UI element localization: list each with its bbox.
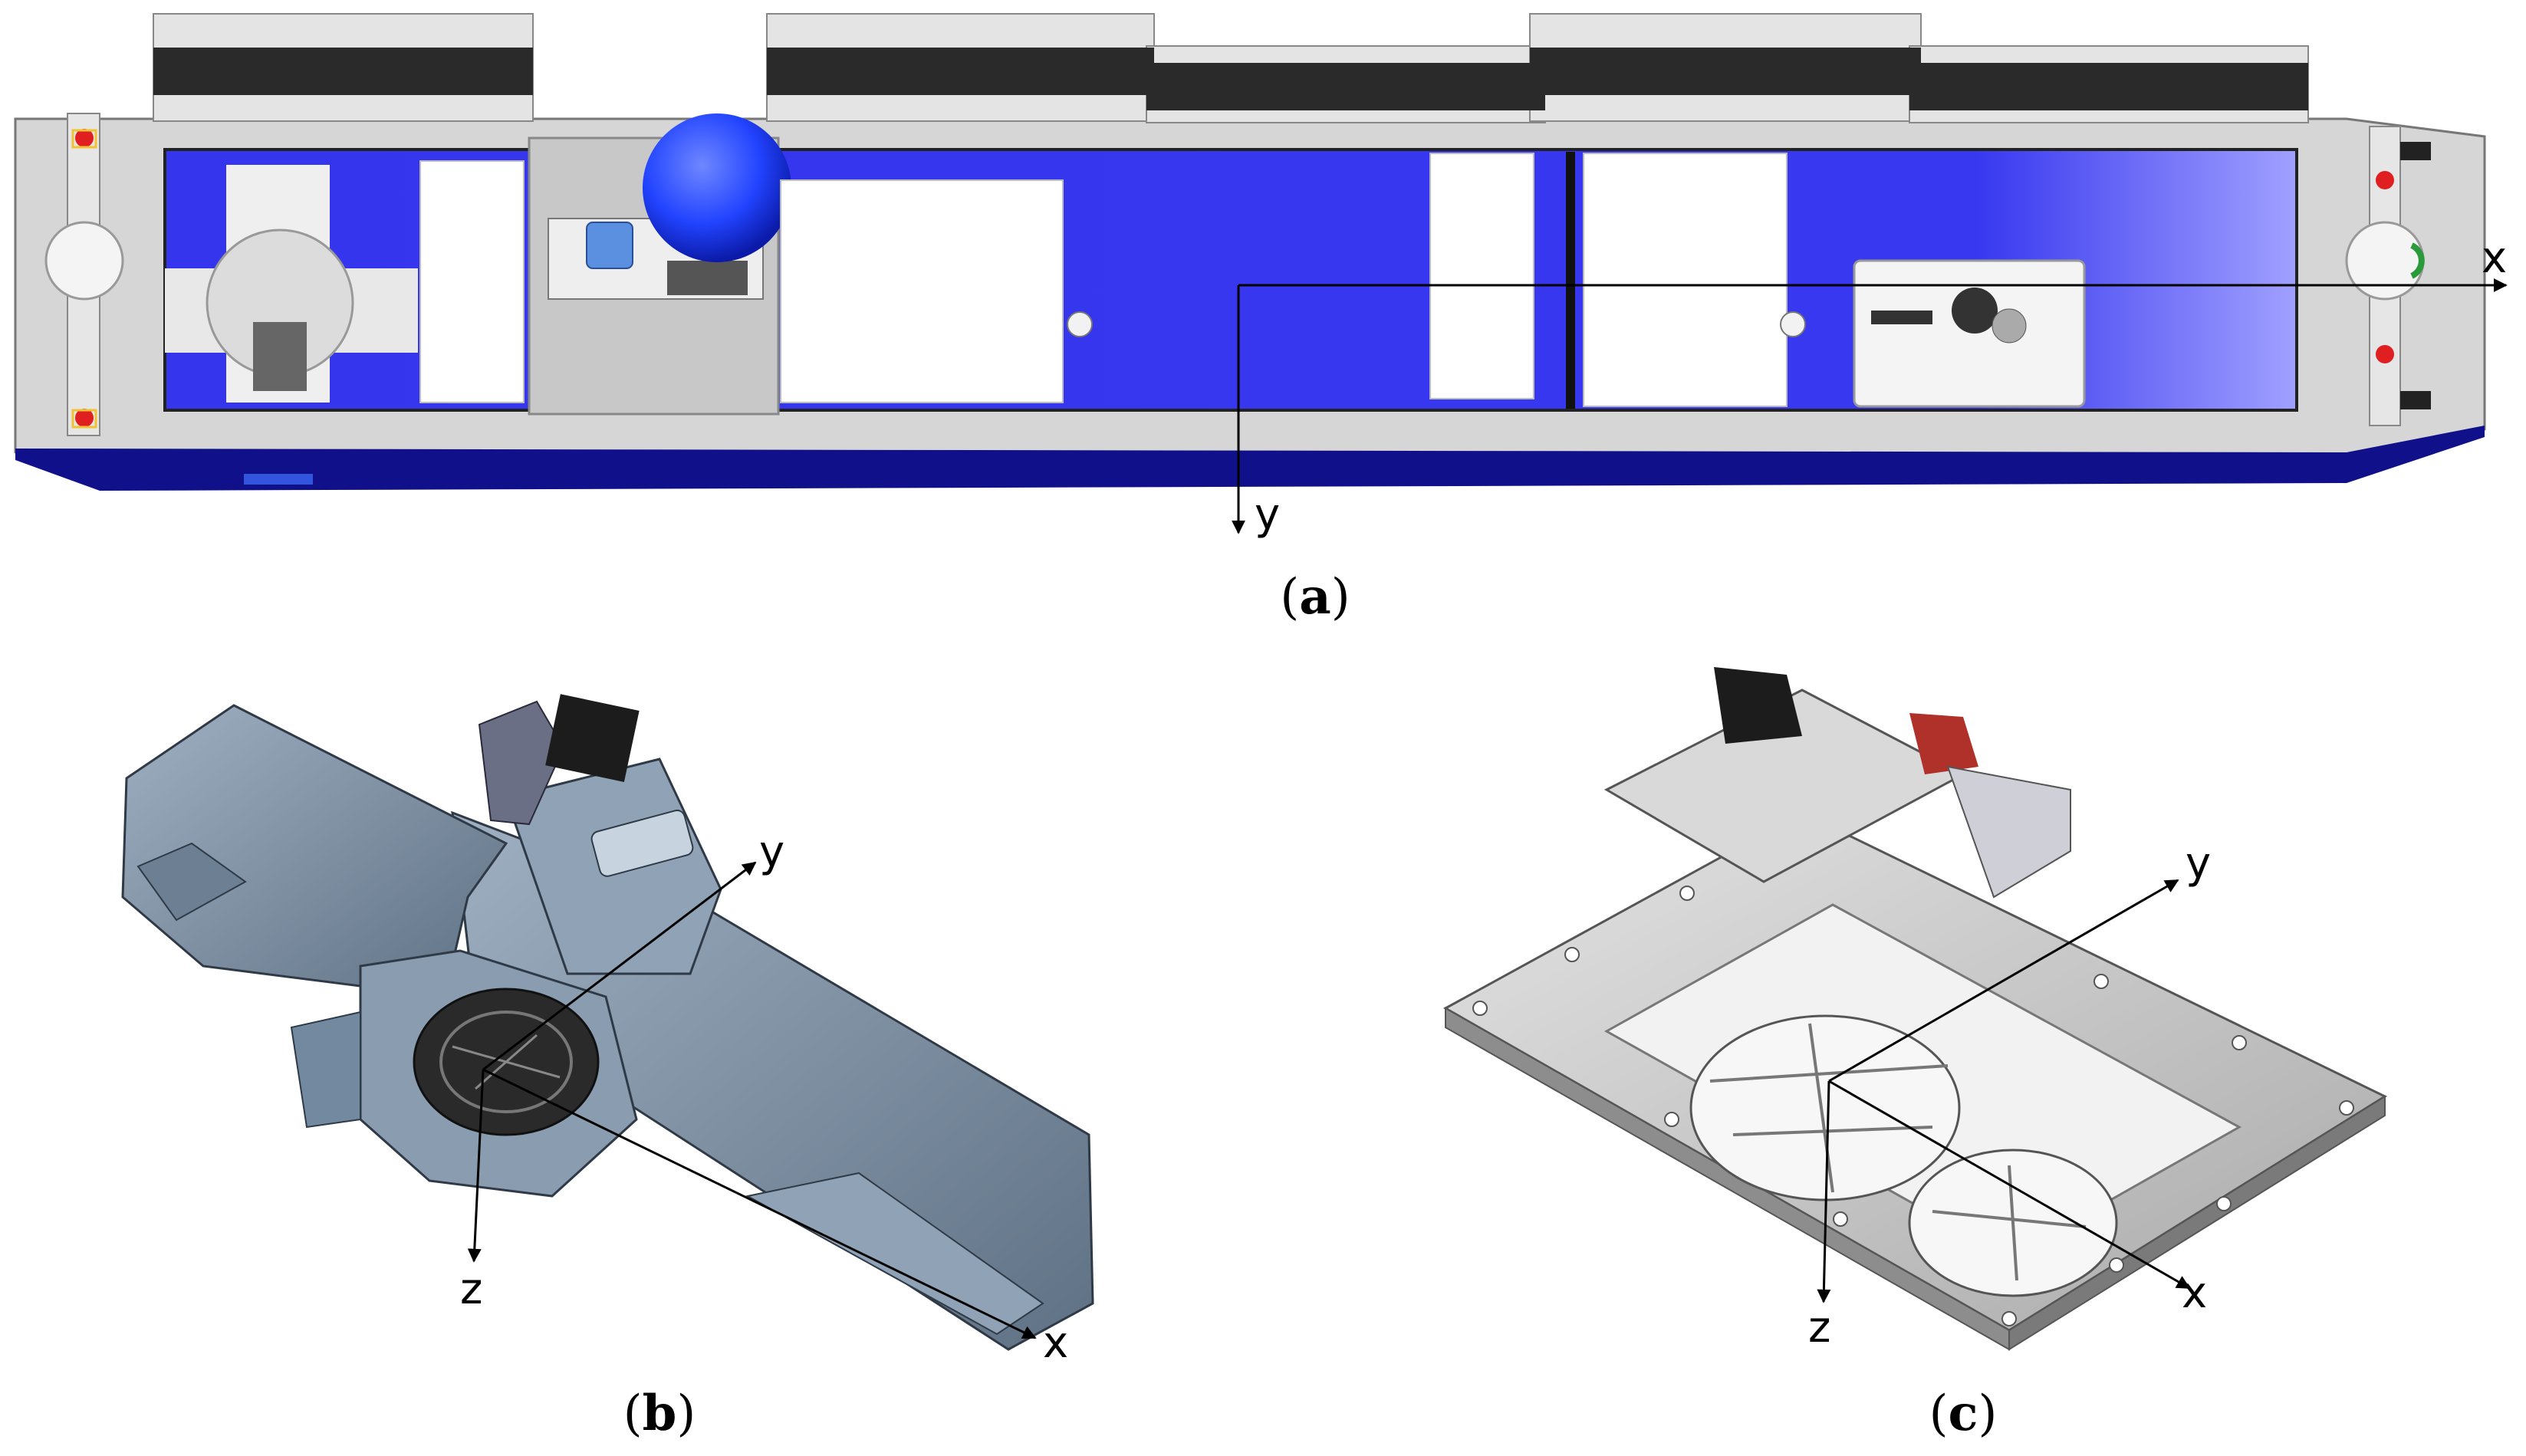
center-module [528,113,791,416]
right-instrument [1853,259,2086,408]
panel-c-x-axis [1828,1080,2191,1290]
panel-b-x-axis [482,1068,1037,1339]
panel-c-z-axis [1817,1080,1831,1303]
panel-c-x-label: x [2182,1268,2207,1318]
panel-b-z-axis [467,1069,485,1263]
panel-b-x-label: x [1043,1318,1068,1368]
panel-b-y-axis [482,861,757,1071]
left-instrument [165,160,525,403]
panel-c-z-label: z [1808,1303,1830,1352]
part-b-motor [478,700,565,826]
hull-waterline [15,426,2485,491]
panel-b-caption: (b) [623,1385,696,1442]
panel-c-caption: (c) [1929,1385,1998,1442]
bay-knob-left [1067,311,1093,337]
right-buoy [2345,221,2425,301]
bay-panels [780,153,1788,407]
bay-divider [1566,152,1575,409]
panel-b-y-label: y [759,827,784,877]
left-end-fittings [44,113,124,436]
part-c-bolt-holes [1472,886,2354,1326]
panel-b-isometric-part: x y z (b) [121,694,1094,1442]
panel-b-z-label: z [460,1264,482,1314]
part-b-upper-arm [121,704,508,998]
blue-sphere [643,113,791,262]
panel-a-y-label: y [1255,490,1280,540]
panel-c-y-axis [1828,879,2179,1083]
part-c-fan-1 [1689,1014,1961,1201]
hull-marker-small [244,474,313,485]
fairing-dark-strips [153,48,2308,110]
left-buoy [44,221,124,301]
panel-a-top-view: x y (a) [14,13,2508,626]
panel-a-caption: (a) [1280,568,1350,626]
right-end-fittings [2345,126,2431,426]
panel-c-y-label: y [2186,839,2211,889]
panel-a-x-label: x [2482,233,2507,283]
bay-knob-right [1780,311,1806,337]
panel-c-isometric-assembly: x y z (c) [1442,667,2388,1442]
